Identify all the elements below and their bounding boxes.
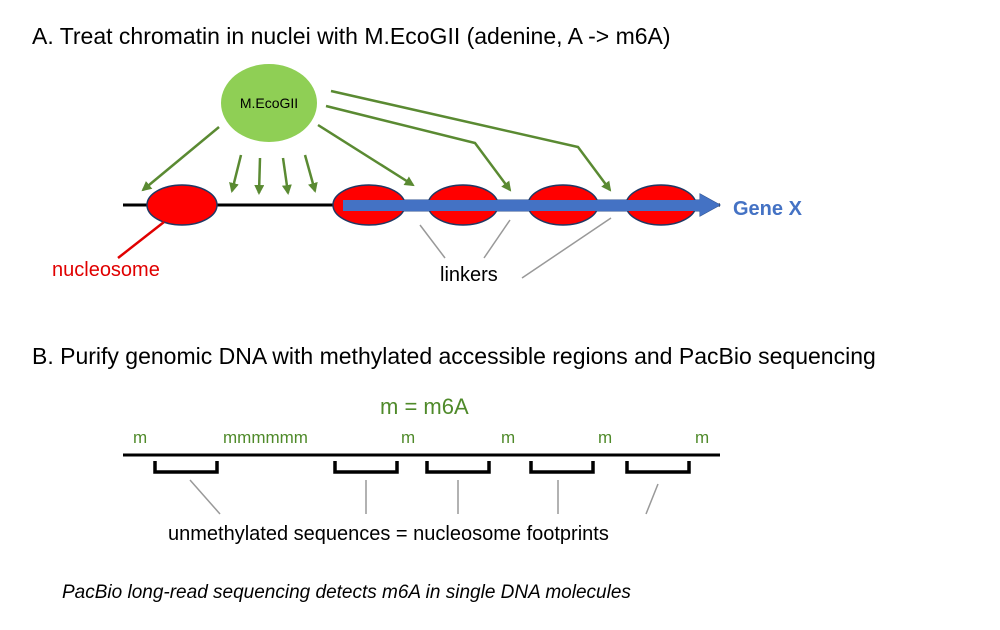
footer-caption: PacBio long-read sequencing detects m6A … <box>62 582 631 603</box>
nucleosome-label: nucleosome <box>52 259 160 281</box>
section-a-title: A. Treat chromatin in nuclei with M.EcoG… <box>32 23 671 49</box>
methyl-mark-6: m <box>695 428 709 447</box>
arrow-linker-3 <box>281 157 292 195</box>
section-b-title: B. Purify genomic DNA with methylated ac… <box>32 343 876 369</box>
methyl-mark-5: m <box>598 428 612 447</box>
enzyme-label: M.EcoGII <box>240 95 298 111</box>
arrow-linker-2 <box>254 157 265 195</box>
methyl-mark-4: m <box>501 428 515 447</box>
footprint-2 <box>333 461 399 474</box>
footprint-5 <box>625 461 691 474</box>
methyl-mark-3: m <box>401 428 415 447</box>
arrow-linker-1 <box>229 154 243 193</box>
arrow-linker-7 <box>330 89 612 192</box>
methyl-mark-1: m <box>133 428 147 447</box>
gene-arrow-overlay <box>343 194 720 216</box>
methylation-arrows <box>141 89 612 195</box>
linkers-label: linkers <box>440 264 498 286</box>
footprint-pointers <box>189 479 659 515</box>
methyl-mark-2: mmmmmm <box>223 428 308 447</box>
nucleosome-pointer <box>117 221 165 259</box>
arrow-linker-4 <box>303 154 318 193</box>
linker-pointers <box>419 217 612 279</box>
arrow-linker-5 <box>317 123 415 187</box>
footprint-1 <box>153 461 219 474</box>
methylation-legend: m = m6A <box>380 394 469 419</box>
m-ecogii-enzyme <box>221 64 317 142</box>
nucleosome-1 <box>146 184 218 226</box>
arrow-linker-6 <box>325 104 512 192</box>
footprint-brackets <box>153 461 691 474</box>
arrow-to-left-linker <box>141 126 220 192</box>
footprint-3 <box>425 461 491 474</box>
gene-x-label: Gene X <box>733 198 803 220</box>
footprint-4 <box>529 461 595 474</box>
footprints-label: unmethylated sequences = nucleosome foot… <box>168 523 609 545</box>
